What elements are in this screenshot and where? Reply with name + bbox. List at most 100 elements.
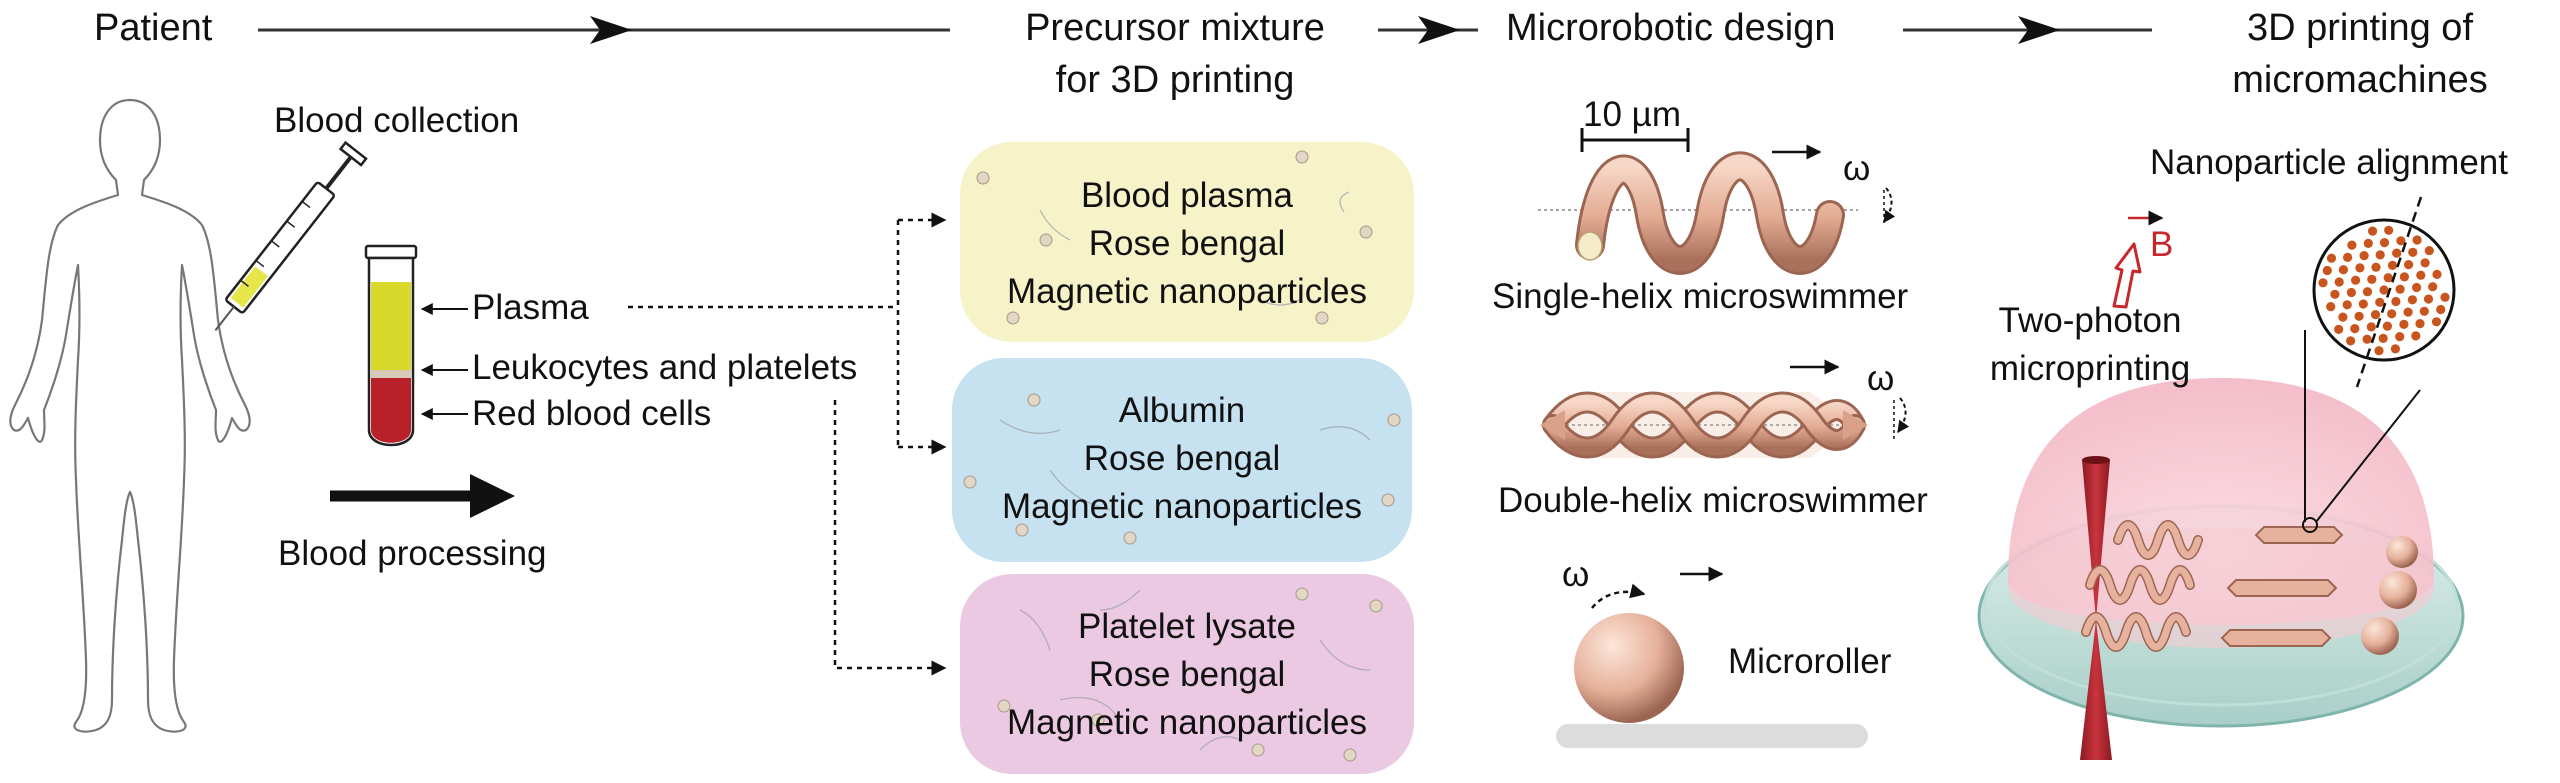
- nanoparticle: [2378, 333, 2388, 343]
- nanoparticle: [2350, 324, 2360, 334]
- nanoparticle: [2338, 312, 2348, 322]
- nanoparticle: [2326, 253, 2337, 263]
- nanoparticle: [2399, 272, 2409, 282]
- header-arrowhead-3: [2018, 16, 2060, 44]
- nanoparticle: [2390, 344, 2400, 354]
- nanoparticle: [2415, 319, 2425, 329]
- nanoparticle: [2395, 332, 2405, 342]
- field-hollow-arrow: [2112, 242, 2142, 309]
- mixture-2-line3: Magnetic nanoparticles: [1002, 487, 1362, 526]
- nanoparticle: [2318, 278, 2328, 288]
- nanoparticle-alignment-label: Nanoparticle alignment: [2150, 143, 2508, 182]
- zoom-origin: [2302, 517, 2318, 533]
- nanoparticle: [2346, 336, 2356, 346]
- mixture-box-2: [952, 358, 1412, 562]
- double-helix-omega: ω: [1867, 359, 1895, 398]
- mixture-box-1: [960, 142, 1414, 342]
- header-arrowhead-2: [1418, 16, 1460, 44]
- nanoparticle: [2440, 292, 2450, 302]
- nanoparticle: [2322, 265, 2332, 276]
- double-helix-label: Double-helix microswimmer: [1498, 481, 1928, 520]
- nanoparticle: [2411, 331, 2421, 341]
- nanoparticle: [2391, 296, 2401, 307]
- single-helix-label: Single-helix microswimmer: [1492, 277, 1909, 316]
- nanoparticle: [2358, 299, 2368, 309]
- double-helix-rotation-arrow: [1897, 397, 1910, 433]
- mixture-text-2: Albumin Rose bengal Magnetic nanoparticl…: [952, 387, 1412, 531]
- nanoparticle: [2347, 240, 2357, 250]
- nanoparticle: [2431, 317, 2442, 327]
- microroller-sphere: [1574, 613, 1684, 723]
- header-arrowhead-1: [590, 16, 632, 44]
- nanoparticle: [2399, 319, 2409, 329]
- nanoparticle: [2436, 304, 2446, 315]
- mixture-box-3: [960, 574, 1414, 774]
- dotted-connectors: [628, 212, 947, 676]
- nanoparticle: [2412, 282, 2422, 293]
- mixture-3-line1: Platelet lysate: [1078, 607, 1296, 646]
- test-tube: [364, 244, 418, 447]
- nanoparticle: [2379, 285, 2389, 295]
- field-label: B: [2150, 225, 2174, 264]
- processing-arrowhead: [470, 474, 515, 518]
- nanoparticle: [2346, 287, 2356, 298]
- box-fibers: [999, 191, 1371, 751]
- nanoparticle: [2354, 311, 2364, 321]
- mixture-3-line3: Magnetic nanoparticles: [1007, 703, 1367, 742]
- nanoparticle: [2366, 322, 2376, 332]
- scale-bar: [1580, 128, 1690, 152]
- mixture-text-1: Blood plasma Rose bengal Magnetic nanopa…: [960, 172, 1414, 316]
- nanoparticle: [2362, 287, 2373, 297]
- nanoparticle: [2362, 334, 2372, 344]
- mixture-3-line2: Rose bengal: [1088, 655, 1286, 694]
- mixture-2-line1: Albumin: [1118, 391, 1246, 430]
- microroller-surface: [1556, 724, 1868, 748]
- nanoparticle: [2334, 324, 2344, 334]
- nanoparticle: [2419, 306, 2429, 316]
- box-particles: [963, 150, 1401, 762]
- nanoparticle: [2423, 294, 2434, 304]
- nanoparticle: [2351, 275, 2361, 285]
- mixture-2-line2: Rose bengal: [1083, 439, 1281, 478]
- mixture-1-line2: Rose bengal: [1088, 224, 1286, 263]
- mixture-1-line1: Blood plasma: [1080, 176, 1294, 215]
- nanoparticle: [2396, 236, 2406, 246]
- nanoparticle: [2343, 252, 2353, 262]
- mixture-1-line3: Magnetic nanoparticles: [1007, 272, 1367, 311]
- nanoparticle: [2424, 246, 2434, 256]
- microroller-rotation-arrow: [1591, 583, 1646, 609]
- nanoparticle: [2408, 247, 2418, 257]
- scale-bar-label: 10 µm: [1583, 95, 1681, 134]
- single-helix: [1575, 151, 1845, 275]
- nanoparticle: [2375, 250, 2385, 260]
- nanoparticle: [2371, 262, 2381, 272]
- leukocytes-label: Leukocytes and platelets: [472, 348, 858, 387]
- printed-microrollers: [2361, 536, 2418, 655]
- printing-stage: [1977, 378, 2465, 728]
- nanoparticle: [2355, 263, 2365, 273]
- nanoparticle: [2416, 270, 2426, 280]
- header-printing-line1: 3D printing of: [2246, 7, 2473, 49]
- plasma-label: Plasma: [472, 288, 589, 327]
- syringe: [214, 140, 368, 331]
- nanoparticle: [2379, 238, 2390, 248]
- laser-beam-top: [2082, 460, 2110, 620]
- header-precursor-line2: for 3D printing: [1055, 59, 1295, 101]
- nanoparticle: [2359, 251, 2369, 261]
- rbc-label: Red blood cells: [472, 394, 712, 433]
- single-helix-rotation-arrow: [1883, 187, 1896, 223]
- nanoparticle: [2367, 274, 2377, 284]
- nanoparticle: [2374, 346, 2384, 356]
- human-silhouette: [9, 98, 251, 733]
- header-design: Microrobotic design: [1506, 7, 1836, 49]
- nanoparticle: [2412, 235, 2422, 245]
- nanoparticle: [2368, 226, 2378, 236]
- nanoparticle: [2326, 302, 2336, 312]
- blood-processing-label: Blood processing: [278, 534, 547, 573]
- nanoparticle: [2403, 307, 2413, 317]
- nanoparticle: [2420, 258, 2430, 268]
- single-helix-omega: ω: [1843, 149, 1871, 188]
- nanoparticle: [2382, 321, 2392, 331]
- nanoparticle: [2392, 248, 2402, 258]
